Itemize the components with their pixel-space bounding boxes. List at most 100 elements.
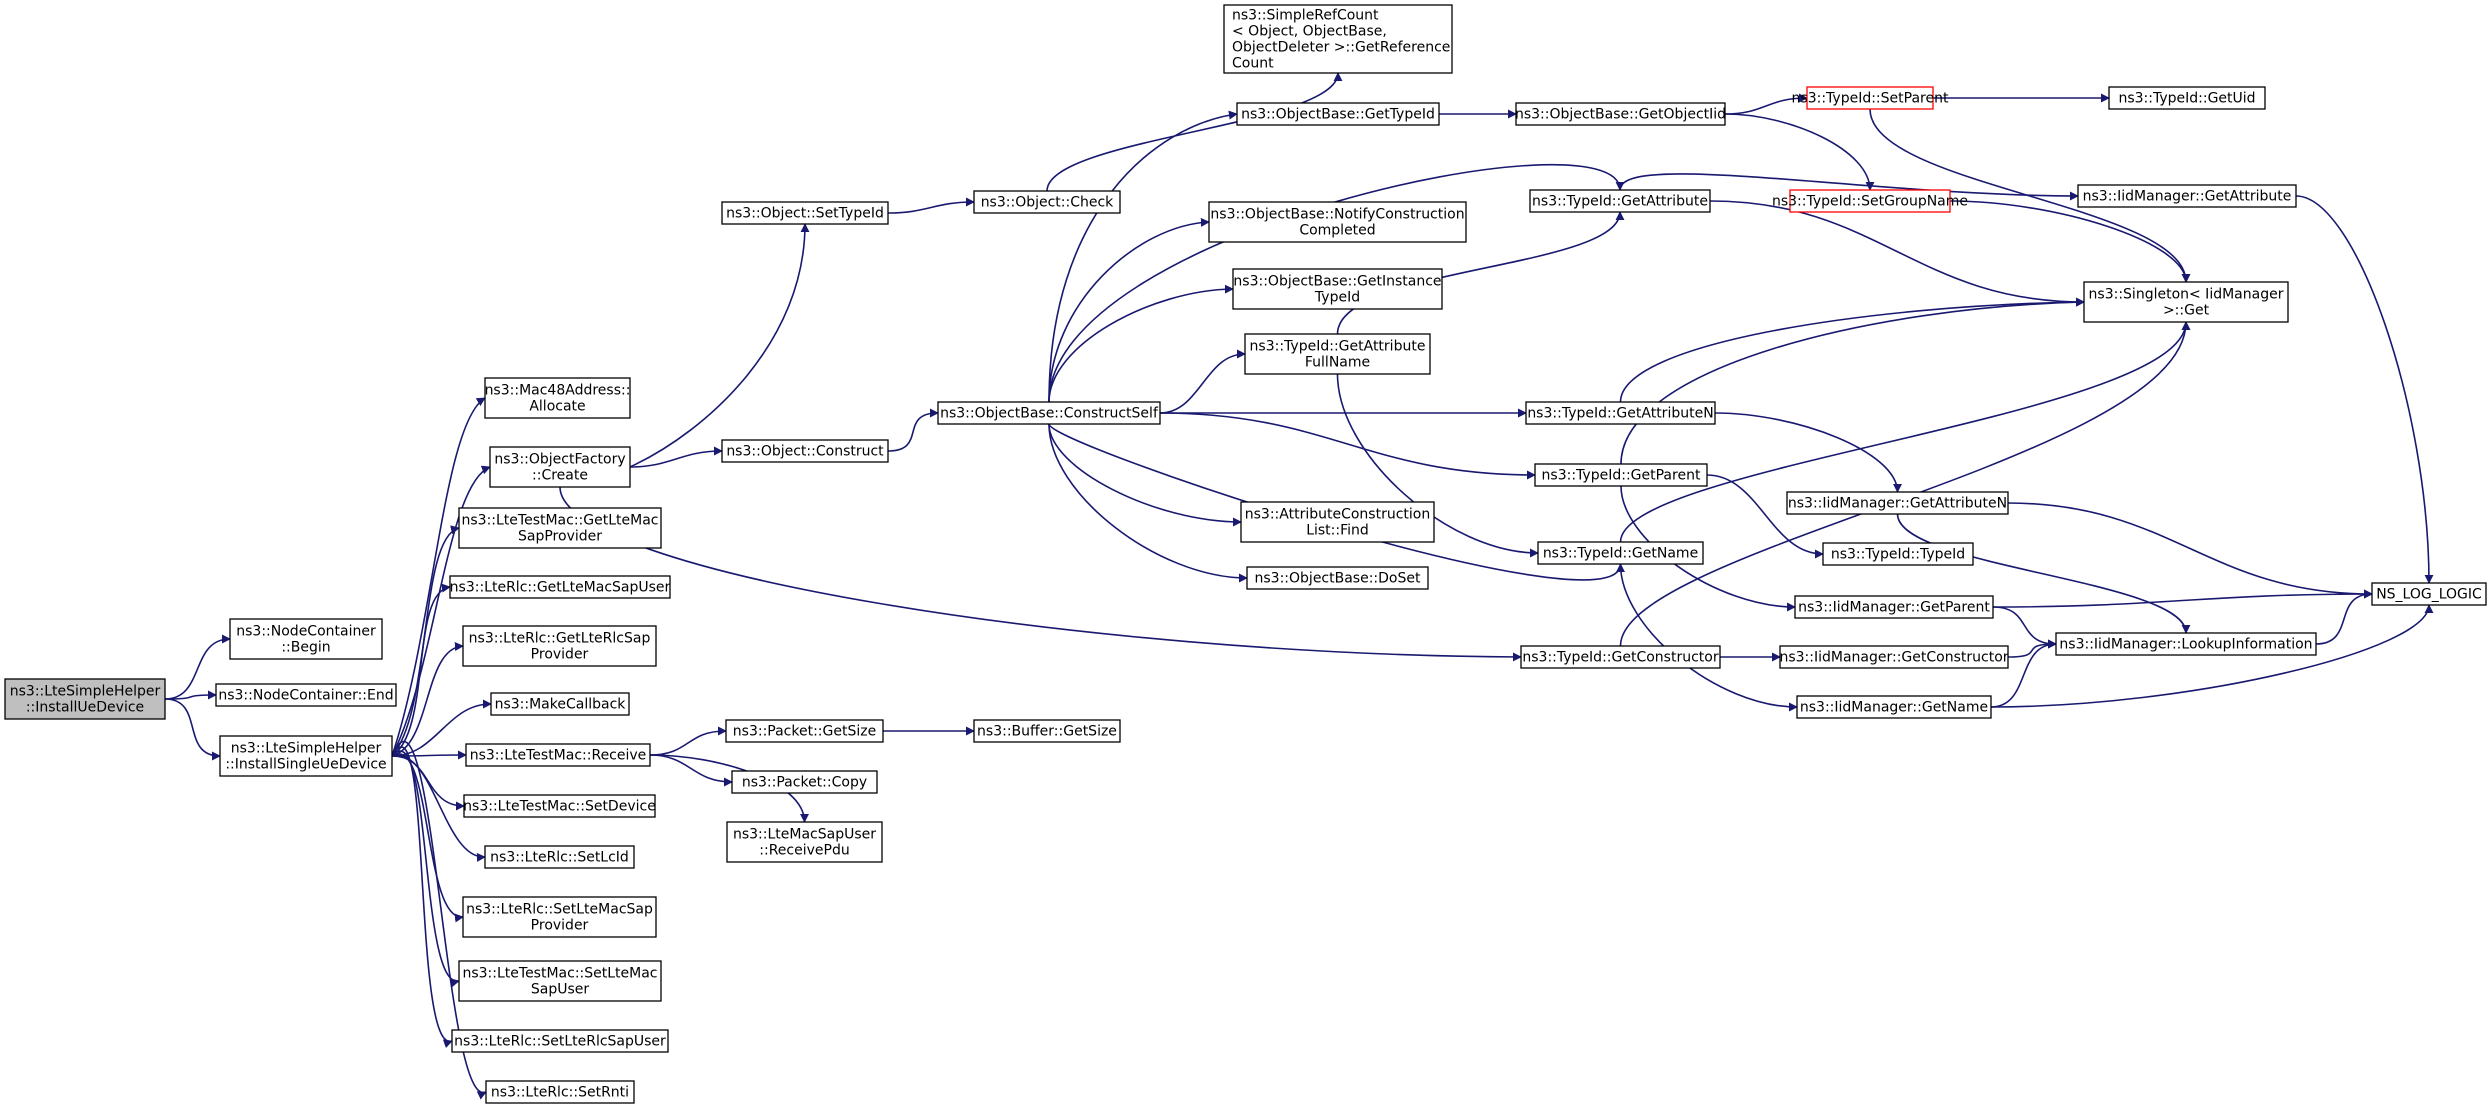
node-box [731, 770, 878, 794]
node-tid_getuid[interactable]: ns3::TypeId::GetUid [2108, 86, 2266, 110]
node-setrnti[interactable]: ns3::LteRlc::SetRnti [485, 1080, 635, 1104]
node-receive[interactable]: ns3::LteTestMac::Receive [465, 743, 651, 767]
node-ob_gettypeid[interactable]: ns3::ObjectBase::GetTypeId [1236, 102, 1440, 126]
edge-install_single-to-setdevice [391, 755, 465, 811]
node-label: ns3::Mac48Address:: [485, 383, 631, 399]
node-box [1232, 268, 1443, 310]
node-nc_begin[interactable]: ns3::NodeContainer::Begin [229, 618, 383, 660]
node-singleton_get[interactable]: ns3::Singleton< IidManager >::Get [2083, 281, 2289, 323]
node-label: ns3::Singleton< IidManager [2089, 287, 2284, 303]
node-box [1786, 491, 2009, 515]
node-makecallback[interactable]: ns3::MakeCallback [490, 692, 630, 716]
node-label: ns3::LteTestMac::SetDevice [463, 799, 656, 815]
node-iid_getattributen[interactable]: ns3::IidManager::GetAttributeN [1786, 491, 2009, 515]
node-label: ns3::Buffer::GetSize [977, 724, 1117, 740]
edge-tid_getattrfullname-to-tid_getname [1336, 373, 1539, 558]
node-box [2055, 632, 2317, 656]
node-constructself[interactable]: ns3::ObjectBase::ConstructSelf [937, 401, 1161, 425]
edge-objfactory-to-obj_settypeid [629, 223, 810, 468]
node-label: ns3::TypeId::GetAttribute [1250, 339, 1426, 355]
node-objfactory[interactable]: ns3::ObjectFactory::Create [489, 446, 631, 488]
node-obj_settypeid[interactable]: ns3::Object::SetTypeId [721, 201, 889, 225]
node-box [973, 190, 1121, 214]
node-mac48[interactable]: ns3::Mac48Address::Allocate [484, 377, 631, 419]
node-install_single[interactable]: ns3::LteSimpleHelper::InstallSingleUeDev… [219, 735, 393, 777]
node-ob_doset[interactable]: ns3::ObjectBase::DoSet [1246, 566, 1429, 590]
node-iid_getparent[interactable]: ns3::IidManager::GetParent [1794, 595, 1994, 619]
node-box [1208, 201, 1467, 243]
node-label: ns3::IidManager::GetParent [1798, 600, 1990, 616]
node-box [462, 625, 657, 667]
node-setdevice[interactable]: ns3::LteTestMac::SetDevice [463, 794, 656, 818]
node-label: SapProvider [518, 529, 602, 545]
node-label: ns3::NodeContainer [236, 624, 376, 640]
node-iid_getname[interactable]: ns3::IidManager::GetName [1796, 695, 1992, 719]
edge-receive-to-pkt_copy [649, 754, 733, 787]
node-label: ns3::LteRlc::GetLteRlcSap [469, 631, 651, 647]
edge-install_single-to-setltemacsapuser [391, 750, 460, 988]
node-tid_typeid[interactable]: ns3::TypeId::TypeId [1822, 542, 1974, 566]
node-tid_getattributen[interactable]: ns3::TypeId::GetAttributeN [1525, 401, 1716, 425]
node-ns_log_logic[interactable]: NS_LOG_LOGIC [2371, 582, 2487, 606]
node-pkt_getsize[interactable]: ns3::Packet::GetSize [725, 719, 884, 743]
node-iid_getattribute[interactable]: ns3::IidManager::GetAttribute [2077, 184, 2297, 208]
node-obj_check[interactable]: ns3::Object::Check [973, 190, 1121, 214]
node-box [463, 794, 656, 818]
node-label: ns3::Packet::GetSize [733, 724, 876, 740]
node-box [489, 446, 631, 488]
node-box [1520, 645, 1721, 669]
node-tid_getconstructor[interactable]: ns3::TypeId::GetConstructor [1520, 645, 1721, 669]
node-tid_setgroupname[interactable]: ns3::TypeId::SetGroupName [1772, 189, 1968, 213]
node-label: TypeId [1314, 290, 1360, 306]
node-tid_getattribute[interactable]: ns3::TypeId::GetAttribute [1529, 189, 1711, 213]
node-label: ns3::ObjectBase::GetTypeId [1241, 107, 1435, 123]
node-obj_construct[interactable]: ns3::Object::Construct [721, 439, 889, 463]
node-tid_setparent[interactable]: ns3::TypeId::SetParent [1792, 86, 1949, 110]
edge-tid_getattribute-to-iid_getattribute [1619, 173, 2079, 201]
node-label: SapUser [531, 982, 590, 998]
node-setlterlcsapuser[interactable]: ns3::LteRlc::SetLteRlcSapUser [451, 1029, 669, 1053]
edge-install_single-to-objfactory [391, 465, 491, 757]
node-box [1534, 463, 1708, 487]
node-label: ns3::ObjectBase::NotifyConstruction [1210, 207, 1464, 223]
node-box [1236, 102, 1440, 126]
node-ob_notify[interactable]: ns3::ObjectBase::NotifyConstructionCompl… [1208, 201, 1467, 243]
node-buf_getsize[interactable]: ns3::Buffer::GetSize [973, 719, 1121, 743]
node-box [1794, 595, 1994, 619]
node-box [458, 507, 662, 549]
node-ob_getobjectiid[interactable]: ns3::ObjectBase::GetObjectIid [1515, 102, 1726, 126]
edge-install_single-to-mac48 [391, 397, 486, 757]
node-box [451, 1029, 669, 1053]
node-box [1806, 86, 1934, 110]
edge-obj_construct-to-constructself [887, 408, 939, 452]
node-pkt_copy[interactable]: ns3::Packet::Copy [731, 770, 878, 794]
node-root[interactable]: ns3::LteSimpleHelper::InstallUeDevice [4, 678, 166, 720]
node-box [1796, 695, 1992, 719]
node-box [1223, 4, 1453, 74]
node-label: Provider [531, 918, 589, 934]
node-label: ns3::Object::Check [981, 195, 1114, 211]
node-getltemacsapuser[interactable]: ns3::LteRlc::GetLteMacSapUser [449, 575, 671, 599]
node-setlcid[interactable]: ns3::LteRlc::SetLcId [484, 845, 635, 869]
node-receivepdu[interactable]: ns3::LteMacSapUser::ReceivePdu [726, 821, 883, 863]
edge-iid_lookup-to-ns_log_logic [2315, 589, 2373, 645]
node-iid_lookup[interactable]: ns3::IidManager::LookupInformation [2055, 632, 2317, 656]
node-tid_getparent[interactable]: ns3::TypeId::GetParent [1534, 463, 1708, 487]
node-iid_getconstructor[interactable]: ns3::IidManager::GetConstructor [1779, 645, 2009, 669]
node-box [219, 735, 393, 777]
node-label: ns3::LteRlc::SetRnti [491, 1085, 629, 1101]
node-simplerefcount[interactable]: ns3::SimpleRefCount< Object, ObjectBase,… [1223, 4, 1453, 74]
node-label: ns3::NodeContainer::End [218, 688, 393, 704]
node-nc_end[interactable]: ns3::NodeContainer::End [215, 683, 397, 707]
node-tid_getname[interactable]: ns3::TypeId::GetName [1537, 541, 1704, 565]
node-box [449, 575, 671, 599]
node-label: ObjectDeleter >::GetReference [1232, 40, 1450, 56]
